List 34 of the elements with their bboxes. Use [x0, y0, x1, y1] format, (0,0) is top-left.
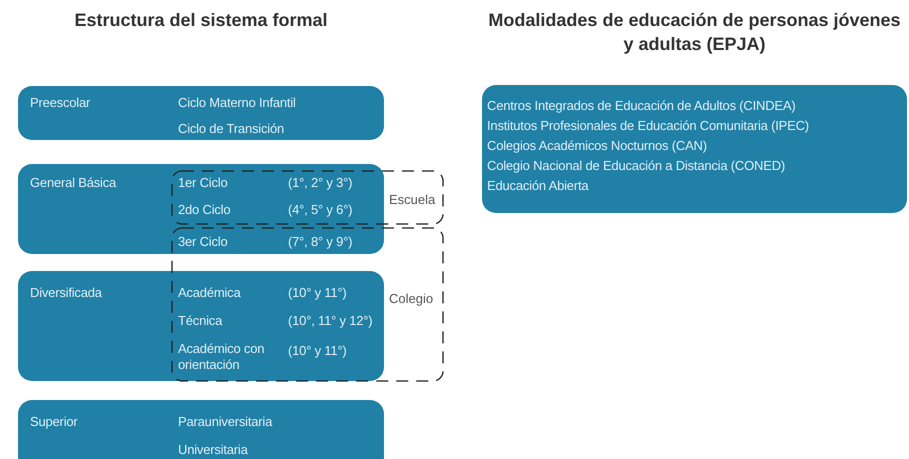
level-name: Diversificada [30, 285, 102, 301]
program-name: Educación Abierta [487, 178, 588, 194]
level-box [482, 85, 907, 213]
program-name: Colegio Nacional de Educación a Distancia (CONED) [487, 158, 786, 174]
grade-range: (7°, 8° y 9°) [288, 234, 352, 250]
level-box [18, 400, 384, 459]
level-name: Preescolar [30, 95, 90, 111]
program-name: Universitaria [178, 442, 248, 458]
level-box [18, 164, 384, 254]
program-name: Colegios Académicos Nocturnos (CAN) [487, 138, 707, 154]
program-name: Institutos Profesionales de Educación Comunitaria (IPEC) [487, 118, 809, 134]
cycle-name: Ciclo de Transición [178, 121, 284, 137]
section-heading: Modalidades de educación de personas jóvenes y adultas (EPJA) [487, 9, 902, 56]
group-label: Escuela [389, 192, 436, 208]
group-label: Colegio [389, 291, 434, 307]
modality-name: Académico con orientación [178, 341, 266, 373]
grade-range: (10° y 11°) [288, 343, 347, 359]
level-name: Superior [30, 414, 78, 430]
level-name: General Básica [30, 175, 116, 191]
grade-range: (1°, 2° y 3°) [288, 175, 352, 191]
level-box [18, 271, 384, 381]
grade-range: (10° y 11°) [288, 285, 347, 301]
program-name: Parauniversitaria [178, 414, 272, 430]
cycle-name: 3er Ciclo [178, 234, 228, 250]
program-name: Centros Integrados de Educación de Adultos (CINDEA) [487, 98, 796, 114]
modality-name: Técnica [178, 313, 222, 329]
cycle-name: Ciclo Materno Infantil [178, 95, 296, 111]
section-heading: Estructura del sistema formal [73, 9, 329, 32]
grade-range: (4°, 5° y 6°) [288, 202, 352, 218]
cycle-name: 2do Ciclo [178, 202, 230, 218]
level-box [18, 86, 384, 140]
modality-name: Académica [178, 285, 241, 301]
cycle-name: 1er Ciclo [178, 175, 228, 191]
grade-range: (10°, 11° y 12°) [288, 313, 372, 329]
